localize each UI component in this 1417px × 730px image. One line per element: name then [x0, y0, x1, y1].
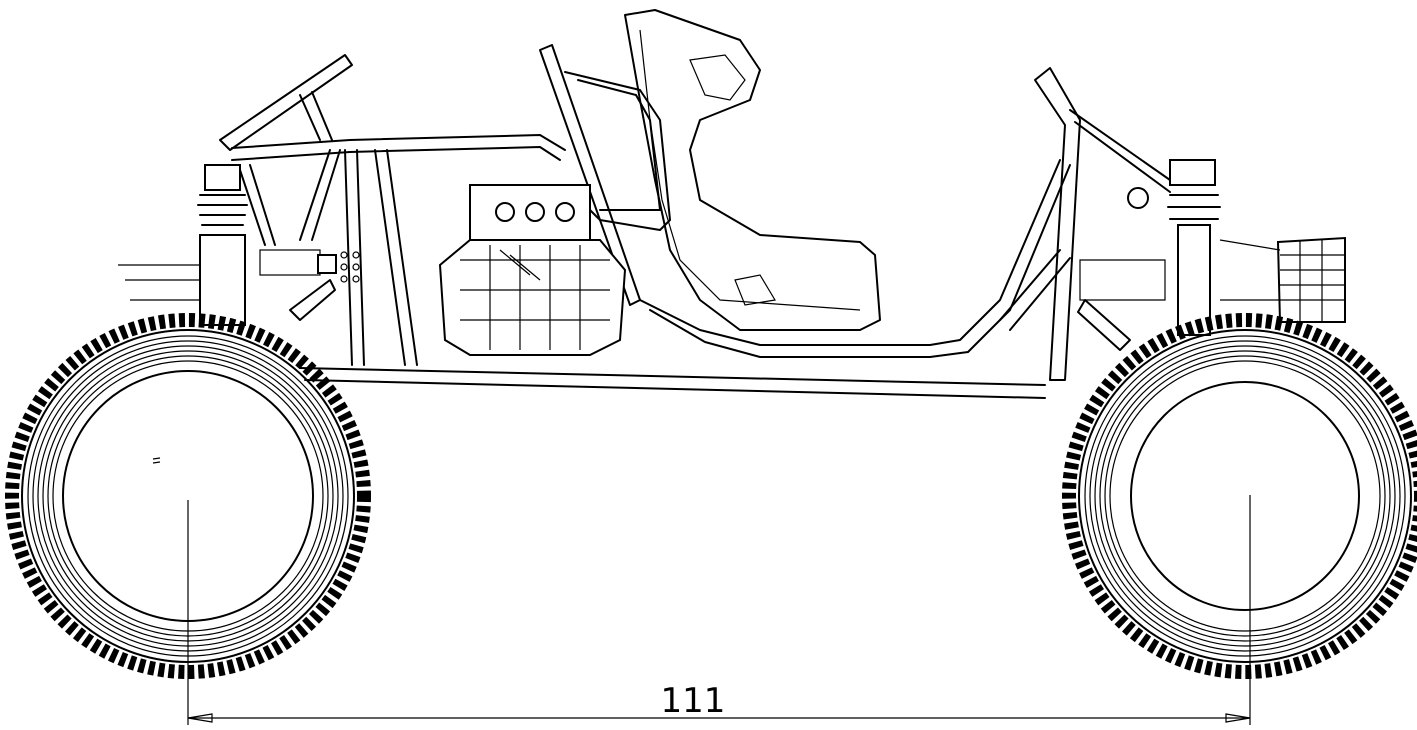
engine-block	[438, 184, 627, 356]
rear-wheel	[1062, 313, 1417, 725]
racing-seat	[624, 9, 881, 331]
rear-shock-absorber	[1079, 159, 1346, 336]
front-shock-absorber	[118, 164, 360, 326]
dimension-arrow-left	[187, 713, 213, 723]
dimension-label: 111	[661, 681, 726, 721]
tube-frame	[219, 44, 1171, 399]
front-bracket-holes	[340, 251, 360, 283]
wheelbase-dimension: 111	[187, 681, 1251, 723]
front-wheel	[5, 313, 371, 725]
dimension-arrow-right	[1225, 713, 1251, 723]
